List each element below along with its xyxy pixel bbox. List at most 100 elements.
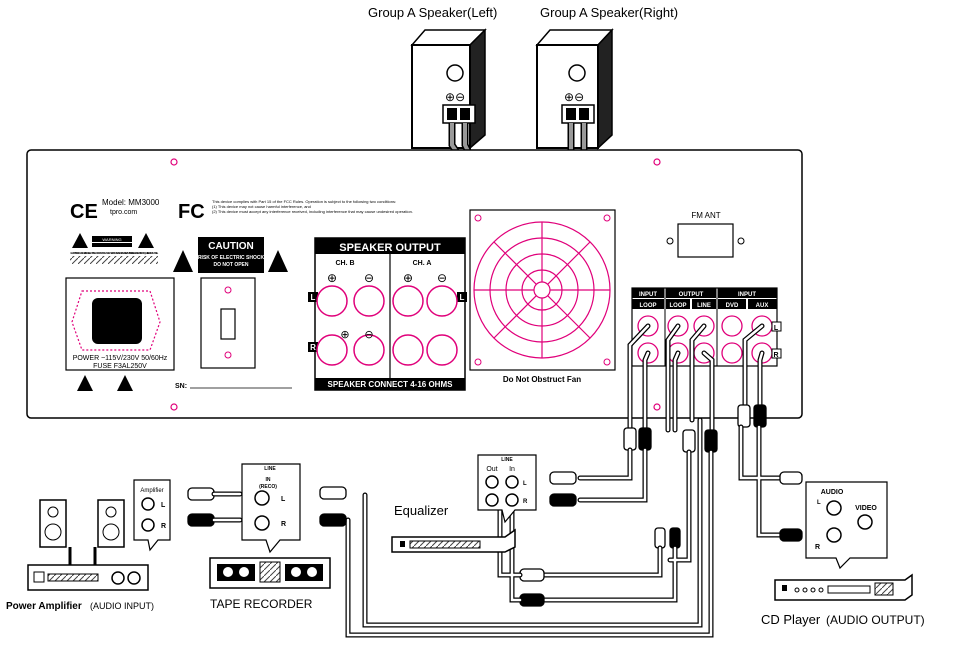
speaker-left-tweeter-icon	[446, 64, 464, 82]
warning-title: WARNING	[102, 237, 121, 242]
speaker-connect-label: SPEAKER CONNECT 4-16 OHMS	[328, 380, 454, 389]
ch-b-right-positive-post[interactable]	[316, 334, 348, 366]
svg-text:L: L	[817, 500, 821, 506]
eq-in-left-jack[interactable]	[505, 475, 519, 489]
speaker-right-polarity: ⊕⊖	[564, 90, 584, 104]
rca-l-label: L	[774, 325, 779, 332]
eq-out-left-jack[interactable]	[485, 475, 499, 489]
exclamation-warning-icon	[138, 233, 154, 248]
channel-a-label: CH. A	[413, 260, 432, 267]
svg-text:L: L	[281, 496, 286, 503]
ch-b-left-negative-post[interactable]	[353, 285, 385, 317]
amp-input-right-jack[interactable]	[141, 518, 155, 532]
input-header-2: INPUT	[738, 292, 756, 298]
tape-recorder-callout: LINE IN (RECO) L R	[241, 463, 301, 554]
svg-text:L: L	[161, 502, 166, 509]
tape-line-label: LINE	[264, 466, 276, 472]
website-label: tpro.com	[110, 209, 137, 216]
channel-b-label: CH. B	[335, 260, 354, 267]
minus-icon: ⊖	[455, 90, 466, 104]
cd-video-jack[interactable]	[857, 514, 873, 530]
equalizer-callout: LINE Out In L R	[477, 454, 537, 524]
svg-text:R: R	[523, 499, 528, 505]
tape-recorder-device: TAPE RECORDER	[209, 557, 331, 611]
power-spec-2: FUSE F3AL250V	[93, 363, 147, 370]
cd-audio-right-jack[interactable]	[826, 527, 842, 543]
equalizer-label: Equalizer	[394, 503, 449, 518]
svg-text:R: R	[161, 523, 166, 530]
eq-out-right-jack[interactable]	[485, 493, 499, 507]
cd-video-label: VIDEO	[855, 505, 877, 512]
power-switch[interactable]	[200, 277, 256, 369]
row-l-label-b: L	[311, 293, 316, 302]
ch-b-minus-icon: ⊖	[364, 271, 374, 285]
ch-a-left-positive-post[interactable]	[392, 285, 424, 317]
minus-icon: ⊖	[574, 90, 585, 104]
ch-a-left-negative-post[interactable]	[426, 285, 458, 317]
equalizer-device	[391, 528, 516, 553]
warning-label: WARNING CAUTION: TO REDUCE THE RISK OF E…	[70, 233, 159, 264]
cd-player-label: CD Player	[761, 612, 821, 627]
ch-b-right-negative-post[interactable]	[353, 334, 385, 366]
loop-label-2: LOOP	[669, 303, 686, 309]
line-label: LINE	[697, 303, 711, 309]
speaker-right-tweeter-icon	[568, 64, 586, 82]
speaker-right	[535, 28, 614, 150]
row-r-label-b: R	[310, 343, 316, 352]
svg-text:R: R	[281, 521, 286, 528]
ce-mark: CE	[70, 201, 98, 223]
caution-line-2: DO NOT OPEN	[213, 262, 248, 268]
amp-input-callout: Amplifier L R	[133, 479, 171, 552]
output-header: OUTPUT	[679, 292, 704, 298]
caution-line-1: RISK OF ELECTRIC SHOCK	[198, 255, 265, 261]
fm-ant-label: FM ANT	[691, 211, 720, 220]
power-spec-1: POWER ~115V/230V 50/60Hz	[73, 355, 168, 362]
lightning-warning-icon	[72, 233, 88, 248]
caution-title: CAUTION	[208, 241, 254, 252]
speaker-left-label: Group A Speaker(Left)	[368, 5, 498, 20]
speaker-output-title: SPEAKER OUTPUT	[339, 242, 441, 254]
rca-jack-panel: INPUT OUTPUT INPUT LOOP LOOP LINE DVD AU…	[631, 287, 782, 367]
aux-label: AUX	[756, 303, 769, 309]
svg-text:⊖: ⊖	[364, 328, 373, 341]
caution-lightning-icon	[173, 250, 193, 272]
power-exclamation-icon	[117, 375, 133, 391]
power-lightning-icon	[77, 375, 93, 391]
ch-b-plus-icon: ⊕	[327, 271, 337, 285]
input-header-1: INPUT	[639, 292, 657, 298]
svg-text:L: L	[523, 481, 527, 487]
caution-label: CAUTION RISK OF ELECTRIC SHOCK DO NOT OP…	[173, 237, 288, 273]
power-socket[interactable]: POWER ~115V/230V 50/60Hz FUSE F3AL250V	[65, 277, 175, 371]
amp-input-left-jack[interactable]	[141, 497, 155, 511]
fcc-mark: FC	[178, 201, 205, 223]
ch-a-right-positive-post[interactable]	[392, 334, 424, 366]
model-label: Model: MM3000	[102, 198, 160, 207]
speaker-output-block: SPEAKER OUTPUT CH. B CH. A ⊕ ⊖ ⊕ ⊖ L R L…	[308, 237, 467, 391]
cd-audio-left-jack[interactable]	[826, 500, 842, 516]
dvd-right-jack[interactable]	[721, 342, 743, 364]
cd-player-device: CD Player (AUDIO OUTPUT)	[761, 573, 925, 627]
cooling-fan: Do Not Obstruct Fan	[469, 209, 616, 384]
dvd-label: DVD	[726, 303, 739, 309]
ch-a-right-negative-post[interactable]	[426, 334, 458, 366]
dvd-left-jack[interactable]	[721, 315, 743, 337]
ch-b-left-positive-post[interactable]	[316, 285, 348, 317]
tape-in-left-jack[interactable]	[254, 490, 270, 506]
speaker-left	[410, 28, 487, 150]
amp-input-label: Amplifier	[140, 488, 163, 494]
rca-r-label: R	[773, 352, 778, 359]
fm-antenna-socket[interactable]: FM ANT	[666, 211, 745, 258]
tape-in-right-jack[interactable]	[254, 515, 270, 531]
fcc-line-1: This device complies with Part 15 of the…	[212, 199, 396, 204]
eq-in-right-jack[interactable]	[505, 493, 519, 507]
tape-in-label: IN	[266, 477, 271, 483]
tape-reco-label: (RECO)	[259, 484, 277, 490]
eq-line-label: LINE	[501, 457, 513, 463]
row-l-label-a: L	[460, 293, 465, 302]
speaker-left-polarity: ⊕⊖	[445, 90, 465, 104]
cd-player-callout: AUDIO VIDEO L R	[805, 481, 888, 570]
ch-a-minus-icon: ⊖	[437, 271, 447, 285]
caution-exclamation-icon	[268, 250, 288, 272]
fcc-line-2: (1) This device may not cause harmful in…	[212, 204, 311, 209]
